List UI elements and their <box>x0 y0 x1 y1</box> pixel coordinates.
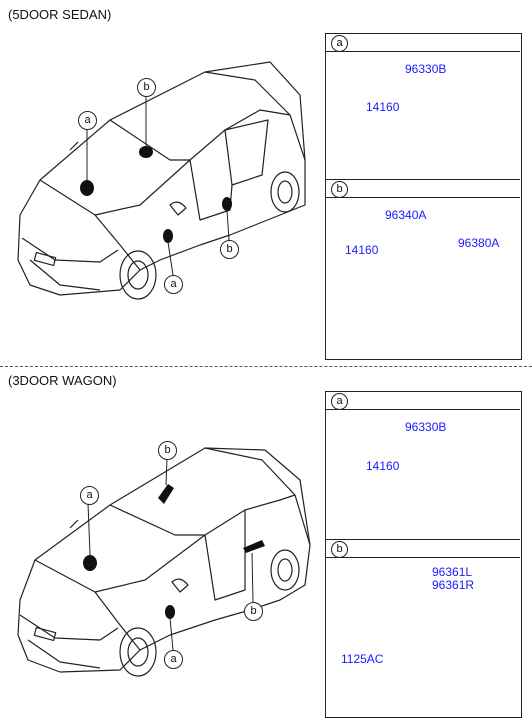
section-divider <box>0 366 532 367</box>
panel-a-label-wagon: a <box>331 393 348 410</box>
panel-a-header-wagon <box>325 391 520 410</box>
panel-b-label-wagon: b <box>331 541 348 558</box>
section-title-wagon: (3DOOR WAGON) <box>8 373 117 388</box>
wagon-leader-lines <box>87 457 254 651</box>
panel-b-top-border-wagon <box>325 539 520 540</box>
sedan-speaker-marks <box>80 146 232 243</box>
wagon-speaker-marks <box>83 484 265 619</box>
callout-b-roof-wagon: b <box>158 441 177 460</box>
panel-group-sedan <box>325 33 522 360</box>
callout-b-roof-sedan: b <box>137 78 156 97</box>
callout-a-door-sedan: a <box>164 275 183 294</box>
part-number-96361r: 96361R <box>432 578 475 592</box>
panel-a-header-sedan <box>325 33 520 52</box>
part-number-96340a: 96340A <box>385 208 427 222</box>
panel-b-header-sedan <box>325 179 520 198</box>
part-number-96330b-wagon: 96330B <box>405 420 447 434</box>
panel-a-label-sedan: a <box>331 35 348 52</box>
callout-b-door-wagon: b <box>244 602 263 621</box>
part-number-14160-a-wagon: 14160 <box>366 459 400 473</box>
sedan-leader-lines <box>86 95 230 276</box>
part-number-96380a: 96380A <box>458 236 500 250</box>
callout-a-door-wagon: a <box>164 650 183 669</box>
callout-a-front-wagon: a <box>80 486 99 505</box>
part-number-14160-a-sedan: 14160 <box>366 100 400 114</box>
panel-b-header-wagon <box>325 539 520 558</box>
callout-b-door-sedan: b <box>220 240 239 259</box>
part-number-96361l: 96361L <box>432 565 473 579</box>
panel-b-top-border-sedan <box>325 179 520 180</box>
wagon-car-drawing <box>17 447 311 677</box>
callout-a-front-sedan: a <box>78 111 97 130</box>
part-number-1125ac: 1125AC <box>341 652 384 666</box>
part-number-96330b-sedan: 96330B <box>405 62 447 76</box>
panel-b-label-sedan: b <box>331 181 348 198</box>
sedan-car-drawing <box>17 61 306 300</box>
part-number-14160-b-sedan: 14160 <box>345 243 379 257</box>
section-title-sedan: (5DOOR SEDAN) <box>8 7 112 22</box>
panel-group-wagon <box>325 391 522 718</box>
